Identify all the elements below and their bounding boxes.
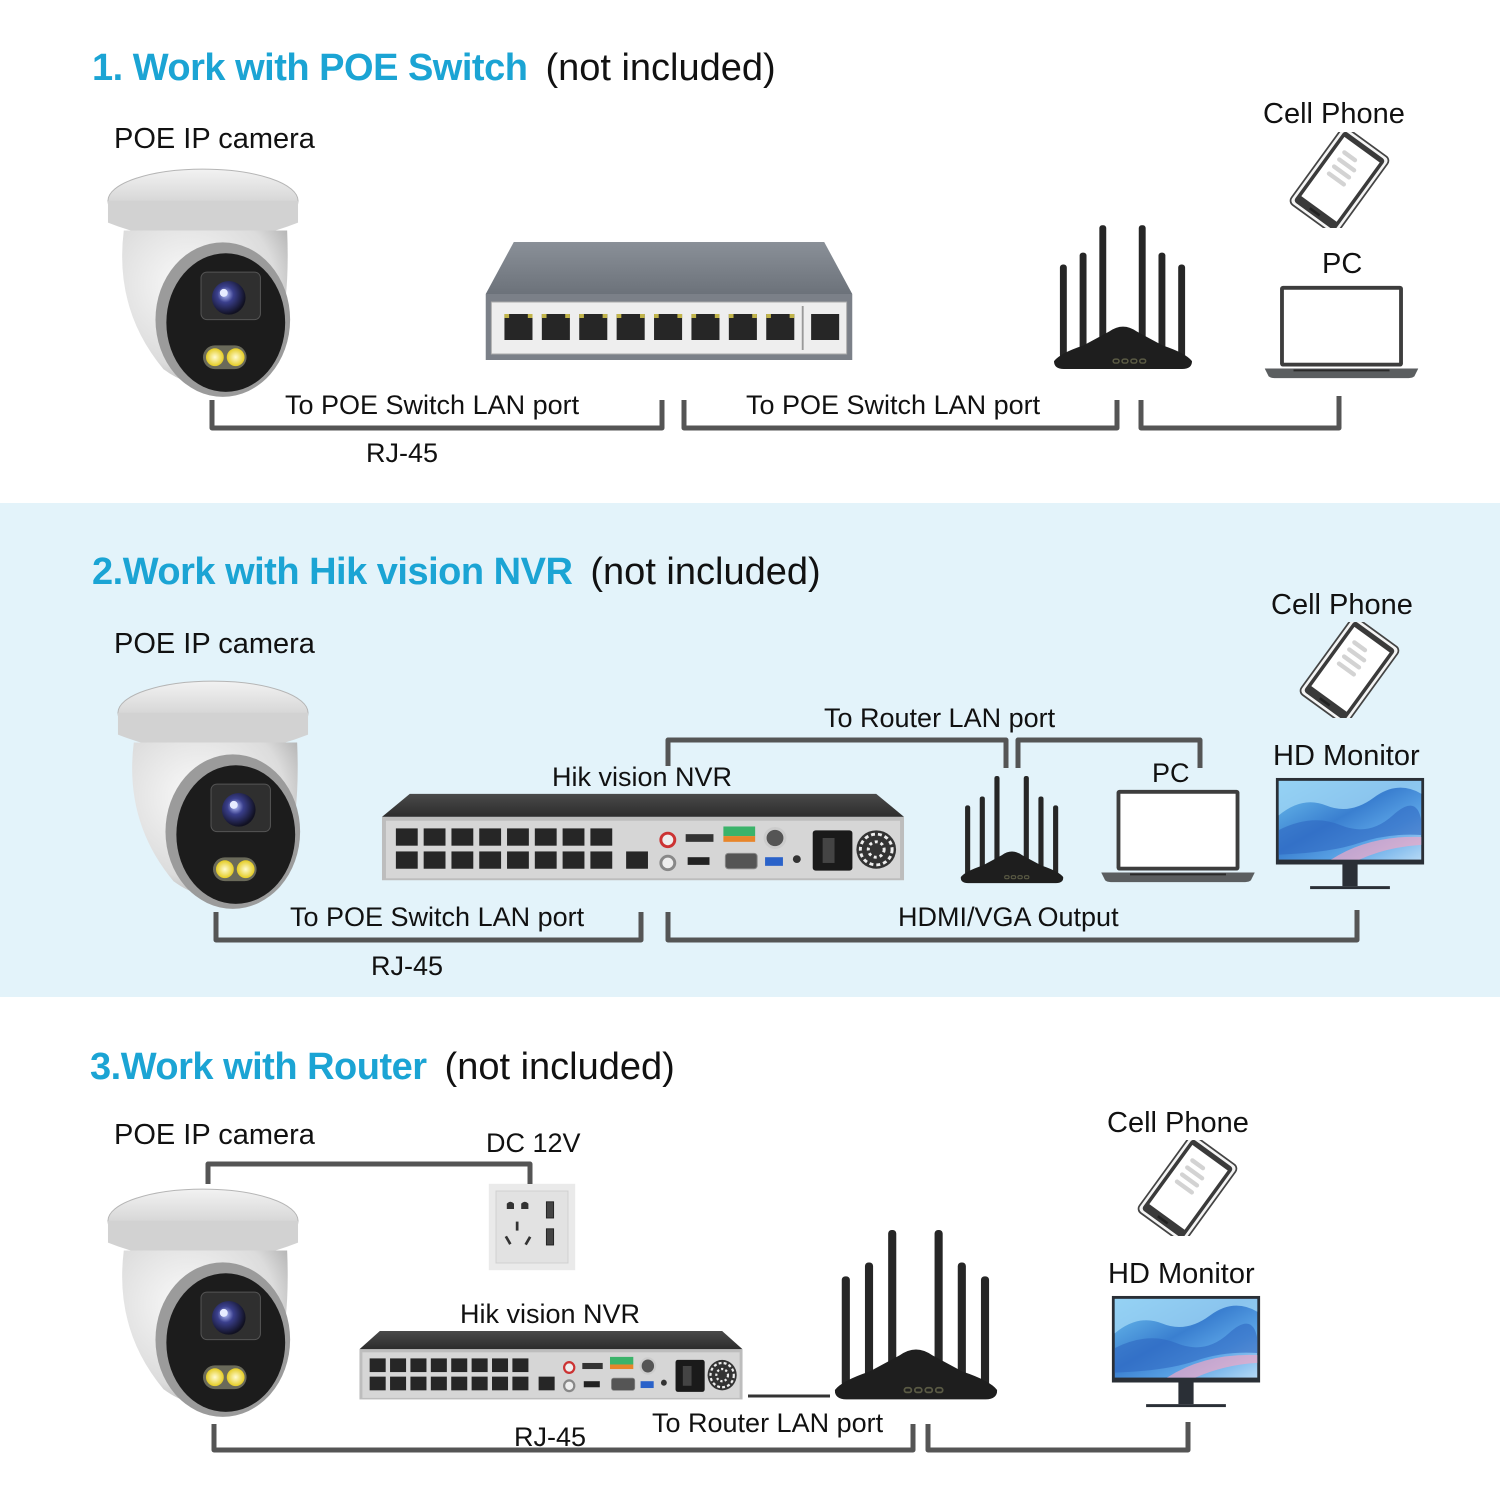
cable-type-label: RJ-45	[366, 438, 439, 468]
cable-label-switch-to-router: To POE Switch LAN port	[746, 390, 1041, 420]
camera-label: POE IP camera	[114, 1119, 315, 1151]
section-1-cables	[209, 396, 1342, 431]
monitor-label: HD Monitor	[1273, 740, 1420, 772]
section-1-title-note: (not included)	[545, 47, 776, 89]
router-link-label: To Router LAN port	[824, 703, 1056, 733]
section-3-title-accent: 3.Work with Router	[90, 1046, 427, 1088]
phone-label: Cell Phone	[1107, 1107, 1249, 1139]
cable-type-label: RJ-45	[371, 951, 444, 981]
nvr-label: Hik vision NVR	[460, 1299, 641, 1329]
phone-label: Cell Phone	[1271, 589, 1413, 621]
video-output-label: HDMI/VGA Output	[898, 902, 1119, 932]
section-3-title-note: (not included)	[444, 1046, 675, 1088]
nvr-label: Hik vision NVR	[552, 762, 733, 792]
pc-label: PC	[1152, 758, 1190, 788]
router-link-label: To Router LAN port	[652, 1408, 884, 1438]
cable-label-camera-to-nvr: To POE Switch LAN port	[290, 902, 585, 932]
section-3-title: 3.Work with Router (not included)	[90, 1048, 675, 1086]
section-2-cables	[213, 737, 1360, 943]
section-1-title: 1. Work with POE Switch (not included)	[92, 49, 776, 87]
camera-label: POE IP camera	[114, 123, 315, 155]
section-2-title-accent: 2.Work with Hik vision NVR	[92, 551, 573, 593]
power-label: DC 12V	[486, 1128, 581, 1158]
cable-label-camera-to-switch: To POE Switch LAN port	[285, 390, 580, 420]
camera-label: POE IP camera	[114, 628, 315, 660]
section-1-title-accent: 1. Work with POE Switch	[92, 47, 528, 89]
cable-type-label: RJ-45	[514, 1422, 587, 1452]
phone-label: Cell Phone	[1263, 98, 1405, 130]
pc-label: PC	[1322, 248, 1363, 280]
section-2-title: 2.Work with Hik vision NVR (not included)	[92, 553, 821, 591]
monitor-label: HD Monitor	[1108, 1258, 1255, 1290]
section-2-title-note: (not included)	[590, 551, 821, 593]
